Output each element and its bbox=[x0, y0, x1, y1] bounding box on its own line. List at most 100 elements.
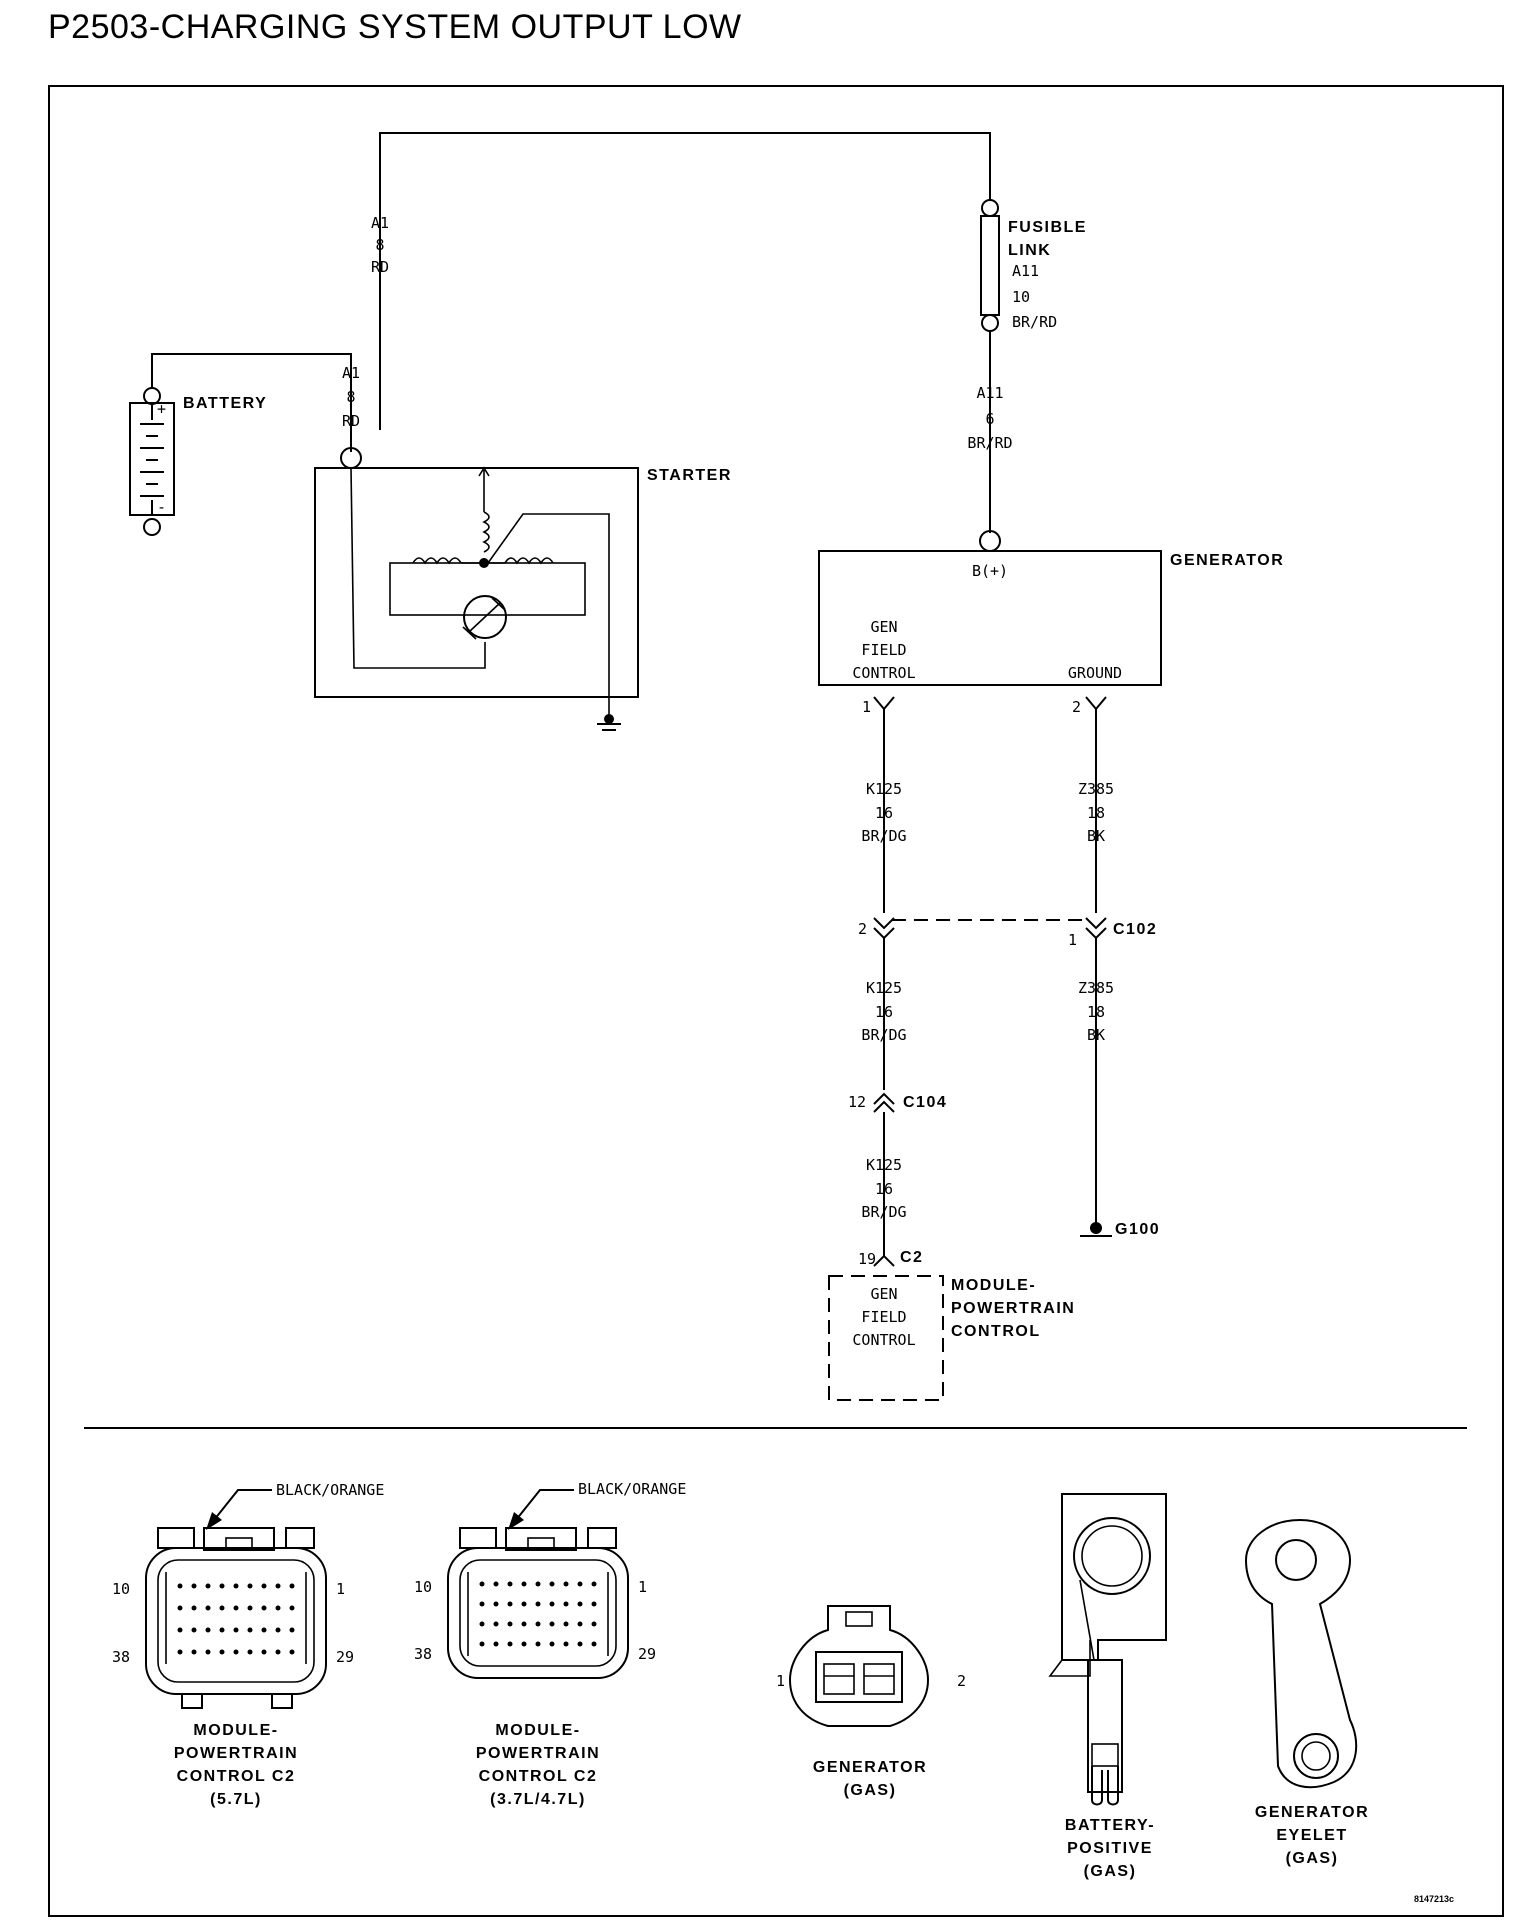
pcm-dashed-box bbox=[828, 1275, 944, 1401]
generator-label: GENERATOR bbox=[1170, 552, 1284, 569]
fusible-link-label-1: FUSIBLE bbox=[1008, 219, 1087, 236]
pcm47-pin-10: 10 bbox=[414, 1578, 432, 1596]
pcm47-caption-4: (3.7L/4.7L) bbox=[490, 1791, 586, 1808]
fuse-wire-circuit: A11 bbox=[1012, 262, 1039, 280]
z385a-color: BK bbox=[1087, 827, 1105, 845]
k125b-color: BR/DG bbox=[861, 1026, 906, 1044]
pcm47-caption-1: MODULE- bbox=[495, 1722, 580, 1739]
k125c-circuit: K125 bbox=[866, 1156, 902, 1174]
batt-view-caption-3: (GAS) bbox=[1084, 1863, 1137, 1880]
pcm47-wire-color: BLACK/ORANGE bbox=[578, 1480, 686, 1498]
z385b-gauge: 18 bbox=[1087, 1003, 1105, 1021]
pcm47-caption-3: CONTROL C2 bbox=[479, 1768, 598, 1785]
wire-a1-top-gauge: 8 bbox=[375, 236, 384, 254]
k125a-color: BR/DG bbox=[861, 827, 906, 845]
z385a-gauge: 18 bbox=[1087, 804, 1105, 822]
c102-label: C102 bbox=[1113, 921, 1157, 938]
wire-a1-top-color: RD bbox=[371, 258, 389, 276]
fuse-wire-gauge: 10 bbox=[1012, 288, 1030, 306]
fuse-wire-color: BR/RD bbox=[1012, 313, 1057, 331]
c102-connector bbox=[873, 913, 1107, 940]
pcm-c2-57-connector-view bbox=[145, 1489, 327, 1709]
page-title: P2503-CHARGING SYSTEM OUTPUT LOW bbox=[48, 8, 742, 46]
pcm57-wire-color: BLACK/ORANGE bbox=[276, 1481, 384, 1499]
pcm47-caption-2: POWERTRAIN bbox=[476, 1745, 600, 1762]
pcm-label-3: CONTROL bbox=[951, 1323, 1041, 1340]
gen-field-line1: GEN bbox=[870, 618, 897, 636]
k125b-circuit: K125 bbox=[866, 979, 902, 997]
generator-eyelet-view bbox=[1244, 1518, 1358, 1789]
pcm57-pin-10: 10 bbox=[112, 1580, 130, 1598]
pcm47-pin-1: 1 bbox=[638, 1578, 647, 1596]
pcm47-pin-29: 29 bbox=[638, 1645, 656, 1663]
generator-connector-view bbox=[788, 1605, 930, 1727]
pcm57-pin-38: 38 bbox=[112, 1648, 130, 1666]
pcm-label-2: POWERTRAIN bbox=[951, 1300, 1075, 1317]
pcm57-caption-1: MODULE- bbox=[193, 1722, 278, 1739]
wire-a11-gauge: 6 bbox=[985, 410, 994, 428]
generator-b-plus: B(+) bbox=[972, 562, 1008, 580]
k125b-gauge: 16 bbox=[875, 1003, 893, 1021]
c102-pin-2: 2 bbox=[858, 920, 867, 938]
starter-label: STARTER bbox=[647, 467, 732, 484]
battery-plus-sign: + bbox=[157, 400, 166, 418]
c102-pin-1: 1 bbox=[1068, 931, 1077, 949]
c2-label: C2 bbox=[900, 1249, 923, 1266]
k125a-circuit: K125 bbox=[866, 780, 902, 798]
figure-id: 8147213c bbox=[1414, 1894, 1454, 1904]
battery-positive-terminal-view bbox=[1048, 1493, 1167, 1806]
diagram-frame bbox=[48, 85, 1504, 1917]
pcm47-pin-38: 38 bbox=[414, 1645, 432, 1663]
eyelet-caption-2: EYELET bbox=[1276, 1827, 1347, 1844]
eyelet-caption-3: (GAS) bbox=[1286, 1850, 1339, 1867]
gen-view-pin-1: 1 bbox=[776, 1672, 785, 1690]
z385a-circuit: Z385 bbox=[1078, 780, 1114, 798]
pcm-label-1: MODULE- bbox=[951, 1277, 1036, 1294]
g100-label: G100 bbox=[1115, 1221, 1160, 1238]
gen-field-line3: CONTROL bbox=[852, 664, 915, 682]
pcm-field-line2: FIELD bbox=[861, 1308, 906, 1326]
generator-symbol bbox=[818, 530, 1162, 686]
pcm57-caption-4: (5.7L) bbox=[210, 1791, 262, 1808]
batt-view-caption-2: POSITIVE bbox=[1067, 1840, 1153, 1857]
fusible-link bbox=[980, 199, 1000, 332]
batt-view-caption-1: BATTERY- bbox=[1065, 1817, 1155, 1834]
eyelet-caption-1: GENERATOR bbox=[1255, 1804, 1369, 1821]
z385b-circuit: Z385 bbox=[1078, 979, 1114, 997]
wire-a1-low-color: RD bbox=[342, 412, 360, 430]
starter-symbol bbox=[314, 447, 639, 731]
pcm-field-line3: CONTROL bbox=[852, 1331, 915, 1349]
wire-a1-low-gauge: 8 bbox=[346, 388, 355, 406]
g100-ground-symbol bbox=[1080, 1222, 1112, 1237]
pcm57-caption-2: POWERTRAIN bbox=[174, 1745, 298, 1762]
gen-pin-1: 1 bbox=[862, 698, 871, 716]
c104-label: C104 bbox=[903, 1094, 947, 1111]
pcm-field-line1: GEN bbox=[870, 1285, 897, 1303]
c104-pin: 12 bbox=[848, 1093, 866, 1111]
battery-label: BATTERY bbox=[183, 395, 267, 412]
gen-view-caption-1: GENERATOR bbox=[813, 1759, 927, 1776]
gen-view-caption-2: (GAS) bbox=[844, 1782, 897, 1799]
pcm57-caption-3: CONTROL C2 bbox=[177, 1768, 296, 1785]
wire-a1-top-circuit: A1 bbox=[371, 214, 389, 232]
wire-a1-low-circuit: A1 bbox=[342, 364, 360, 382]
battery-symbol bbox=[129, 353, 352, 536]
pcm-c2-47-connector-view bbox=[447, 1489, 629, 1679]
pcm57-pin-1: 1 bbox=[336, 1580, 345, 1598]
wire-a11-circuit: A11 bbox=[976, 384, 1003, 402]
fusible-link-label-2: LINK bbox=[1008, 242, 1051, 259]
gen-field-line2: FIELD bbox=[861, 641, 906, 659]
pcm57-pin-29: 29 bbox=[336, 1648, 354, 1666]
gen-view-pin-2: 2 bbox=[957, 1672, 966, 1690]
k125a-gauge: 16 bbox=[875, 804, 893, 822]
c2-pin: 19 bbox=[858, 1250, 876, 1268]
k125c-gauge: 16 bbox=[875, 1180, 893, 1198]
gen-pin-2: 2 bbox=[1072, 698, 1081, 716]
gen-ground-label: GROUND bbox=[1068, 664, 1122, 682]
wire-a11-color: BR/RD bbox=[967, 434, 1012, 452]
c104-connector bbox=[873, 1090, 895, 1113]
k125c-color: BR/DG bbox=[861, 1203, 906, 1221]
wire-a1-a11-loop bbox=[379, 132, 991, 430]
z385b-color: BK bbox=[1087, 1026, 1105, 1044]
